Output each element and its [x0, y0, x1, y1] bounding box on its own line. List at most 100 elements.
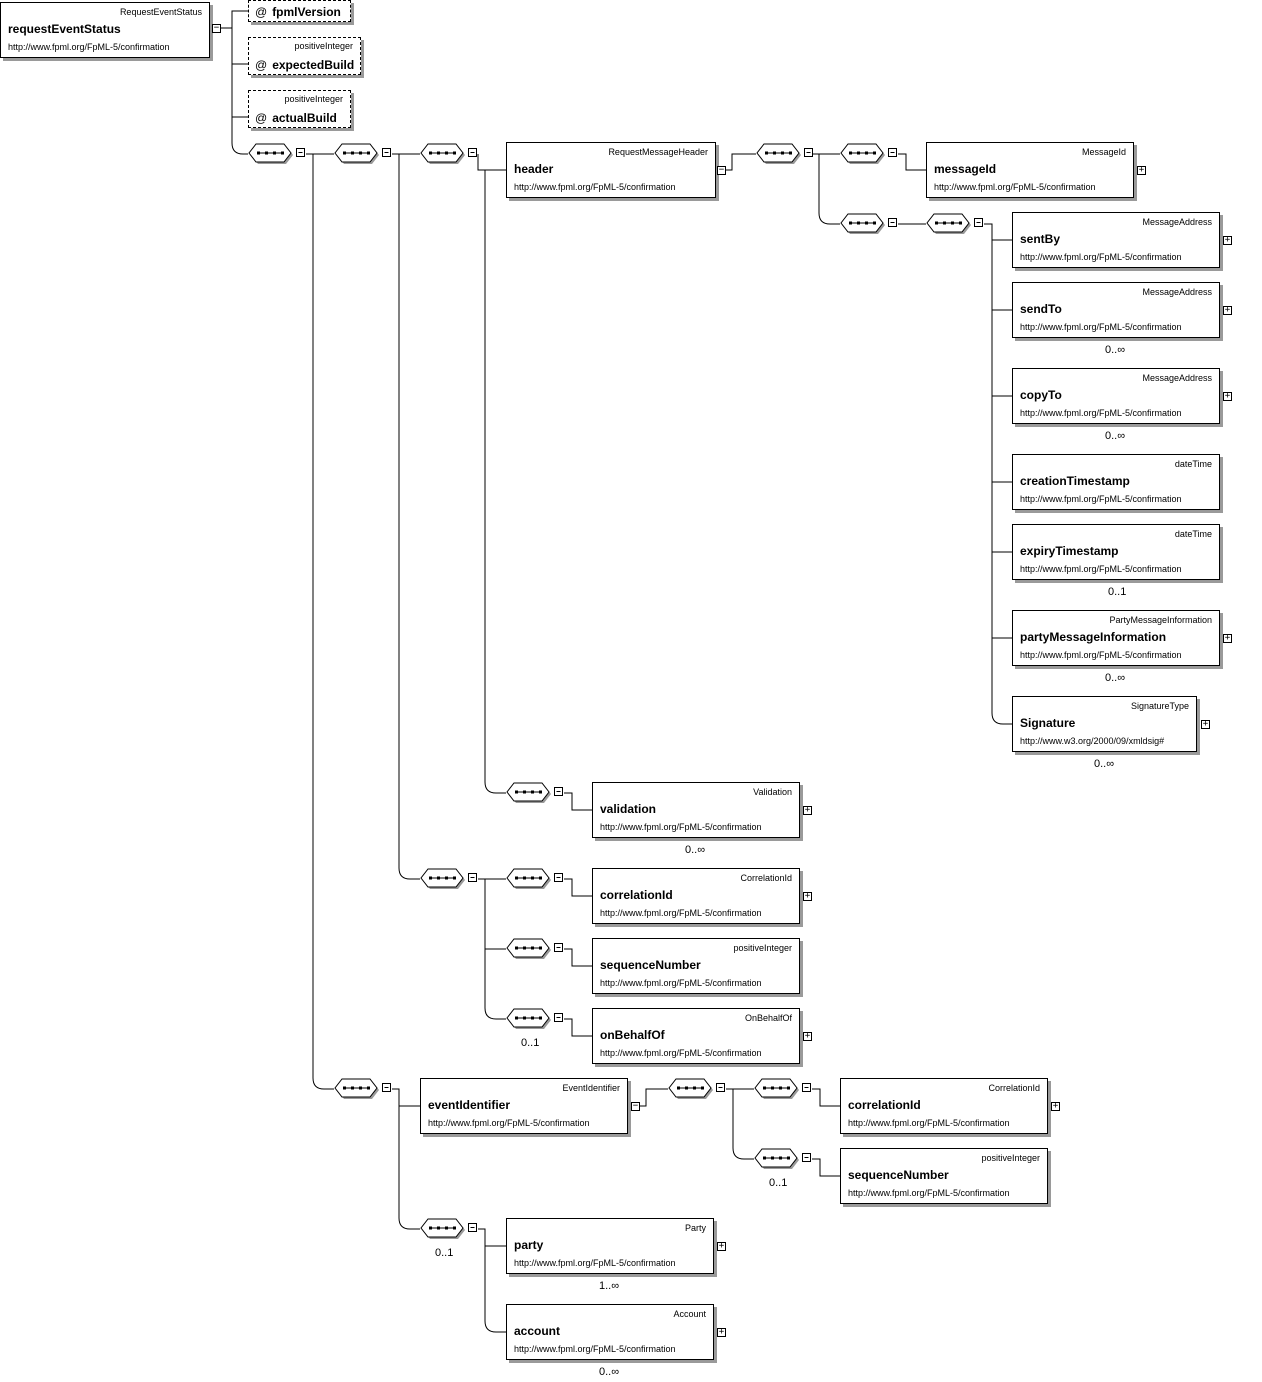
element-type: PartyMessageInformation	[1109, 615, 1212, 625]
cardinality-label: 0..1	[521, 1037, 540, 1049]
element-name: account	[514, 1324, 561, 1338]
sequence-compositor-icon[interactable]	[420, 142, 478, 166]
element-request-event-status[interactable]: RequestEventStatus requestEventStatus ht…	[0, 2, 210, 58]
sequence-compositor-icon[interactable]	[506, 867, 564, 891]
attribute-icon: @	[255, 111, 268, 125]
element-message-id[interactable]: MessageId messageId http://www.fpml.org/…	[926, 142, 1134, 198]
element-namespace: http://www.fpml.org/FpML-5/confirmation	[600, 978, 762, 988]
element-name: expiryTimestamp	[1020, 544, 1119, 558]
collapse-icon[interactable]: −	[717, 165, 726, 175]
element-namespace: http://www.fpml.org/FpML-5/confirmation	[514, 182, 676, 192]
element-sent-by[interactable]: MessageAddress sentBy http://www.fpml.or…	[1012, 212, 1220, 268]
cardinality-label: 0..∞	[1105, 672, 1126, 684]
cardinality-label: 0..∞	[1105, 344, 1126, 356]
collapse-icon[interactable]: −	[631, 1101, 640, 1111]
element-type: EventIdentifier	[562, 1083, 620, 1093]
element-name: sequenceNumber	[600, 958, 701, 972]
sequence-compositor-icon[interactable]	[420, 1217, 478, 1241]
sequence-compositor-icon[interactable]	[506, 1007, 564, 1031]
collapse-icon[interactable]: −	[212, 23, 221, 33]
element-copy-to[interactable]: MessageAddress copyTo http://www.fpml.or…	[1012, 368, 1220, 424]
element-validation[interactable]: Validation validation http://www.fpml.or…	[592, 782, 800, 838]
element-type: positiveInteger	[733, 943, 792, 953]
element-type: SignatureType	[1130, 701, 1189, 711]
attribute-name: expectedBuild	[272, 58, 355, 72]
cardinality-label: 0..∞	[599, 1366, 620, 1378]
element-namespace: http://www.fpml.org/FpML-5/confirmation	[1020, 408, 1182, 418]
expand-icon[interactable]: +	[1137, 165, 1146, 175]
element-type: CorrelationId	[740, 873, 792, 883]
element-namespace: http://www.fpml.org/FpML-5/confirmation	[848, 1118, 1010, 1128]
cardinality-label: 0..1	[1108, 586, 1127, 598]
sequence-compositor-icon[interactable]	[668, 1077, 726, 1101]
element-event-identifier[interactable]: EventIdentifier eventIdentifier http://w…	[420, 1078, 628, 1134]
element-name: sequenceNumber	[848, 1168, 949, 1182]
element-event-correlation-id[interactable]: CorrelationId correlationId http://www.f…	[840, 1078, 1048, 1134]
element-namespace: http://www.fpml.org/FpML-5/confirmation	[428, 1118, 590, 1128]
expand-icon[interactable]: +	[1201, 719, 1210, 729]
element-creation-timestamp[interactable]: dateTime creationTimestamp http://www.fp…	[1012, 454, 1220, 510]
sequence-compositor-icon[interactable]	[506, 937, 564, 961]
element-correlation-id[interactable]: CorrelationId correlationId http://www.f…	[592, 868, 800, 924]
element-name: onBehalfOf	[600, 1028, 665, 1042]
element-name: sendTo	[1020, 302, 1062, 316]
element-name: correlationId	[848, 1098, 921, 1112]
element-type: dateTime	[1174, 459, 1212, 469]
element-expiry-timestamp[interactable]: dateTime expiryTimestamp http://www.fpml…	[1012, 524, 1220, 580]
attribute-name: fpmlVersion	[272, 5, 341, 19]
element-sequence-number[interactable]: positiveInteger sequenceNumber http://ww…	[592, 938, 800, 994]
attribute-fpml-version[interactable]: @fpmlVersion	[248, 0, 351, 22]
element-party[interactable]: Party party http://www.fpml.org/FpML-5/c…	[506, 1218, 714, 1274]
sequence-compositor-icon[interactable]	[754, 1147, 812, 1171]
expand-icon[interactable]: +	[1223, 305, 1232, 315]
expand-icon[interactable]: +	[1223, 391, 1232, 401]
element-header[interactable]: RequestMessageHeader header http://www.f…	[506, 142, 716, 198]
sequence-compositor-icon[interactable]	[334, 1077, 392, 1101]
element-name: party	[514, 1238, 544, 1252]
sequence-compositor-icon[interactable]	[334, 142, 392, 166]
element-type: MessageAddress	[1142, 373, 1212, 383]
element-namespace: http://www.fpml.org/FpML-5/confirmation	[1020, 494, 1182, 504]
element-account[interactable]: Account account http://www.fpml.org/FpML…	[506, 1304, 714, 1360]
element-send-to[interactable]: MessageAddress sendTo http://www.fpml.or…	[1012, 282, 1220, 338]
attribute-expected-build[interactable]: positiveInteger @expectedBuild	[248, 37, 361, 75]
element-namespace: http://www.fpml.org/FpML-5/confirmation	[1020, 564, 1182, 574]
expand-icon[interactable]: +	[717, 1241, 726, 1251]
element-signature[interactable]: SignatureType Signature http://www.w3.or…	[1012, 696, 1197, 752]
expand-icon[interactable]: +	[717, 1327, 726, 1337]
element-namespace: http://www.fpml.org/FpML-5/confirmation	[934, 182, 1096, 192]
expand-icon[interactable]: +	[1051, 1101, 1060, 1111]
expand-icon[interactable]: +	[1223, 235, 1232, 245]
element-namespace: http://www.w3.org/2000/09/xmldsig#	[1020, 736, 1165, 746]
element-namespace: http://www.fpml.org/FpML-5/confirmation	[8, 42, 170, 52]
sequence-compositor-icon[interactable]	[926, 212, 984, 236]
sequence-compositor-icon[interactable]	[420, 867, 478, 891]
attribute-icon: @	[255, 58, 268, 72]
expand-icon[interactable]: +	[1223, 633, 1232, 643]
sequence-compositor-icon[interactable]	[756, 142, 814, 166]
expand-icon[interactable]: +	[803, 805, 812, 815]
cardinality-label: 0..1	[435, 1247, 454, 1259]
sequence-compositor-icon[interactable]	[248, 142, 306, 166]
element-name: messageId	[934, 162, 997, 176]
element-namespace: http://www.fpml.org/FpML-5/confirmation	[1020, 650, 1182, 660]
sequence-compositor-icon[interactable]	[840, 212, 898, 236]
expand-icon[interactable]: +	[803, 891, 812, 901]
element-name: Signature	[1020, 716, 1076, 730]
element-namespace: http://www.fpml.org/FpML-5/confirmation	[600, 908, 762, 918]
sequence-compositor-icon[interactable]	[840, 142, 898, 166]
element-type: Validation	[753, 787, 792, 797]
element-party-message-information[interactable]: PartyMessageInformation partyMessageInfo…	[1012, 610, 1220, 666]
element-on-behalf-of[interactable]: OnBehalfOf onBehalfOf http://www.fpml.or…	[592, 1008, 800, 1064]
element-namespace: http://www.fpml.org/FpML-5/confirmation	[848, 1188, 1010, 1198]
element-name: correlationId	[600, 888, 673, 902]
expand-icon[interactable]: +	[803, 1031, 812, 1041]
sequence-compositor-icon[interactable]	[506, 781, 564, 805]
attribute-actual-build[interactable]: positiveInteger @actualBuild	[248, 90, 351, 128]
element-name: validation	[600, 802, 657, 816]
element-type: CorrelationId	[988, 1083, 1040, 1093]
sequence-compositor-icon[interactable]	[754, 1077, 812, 1101]
element-event-sequence-number[interactable]: positiveInteger sequenceNumber http://ww…	[840, 1148, 1048, 1204]
element-type: MessageAddress	[1142, 287, 1212, 297]
